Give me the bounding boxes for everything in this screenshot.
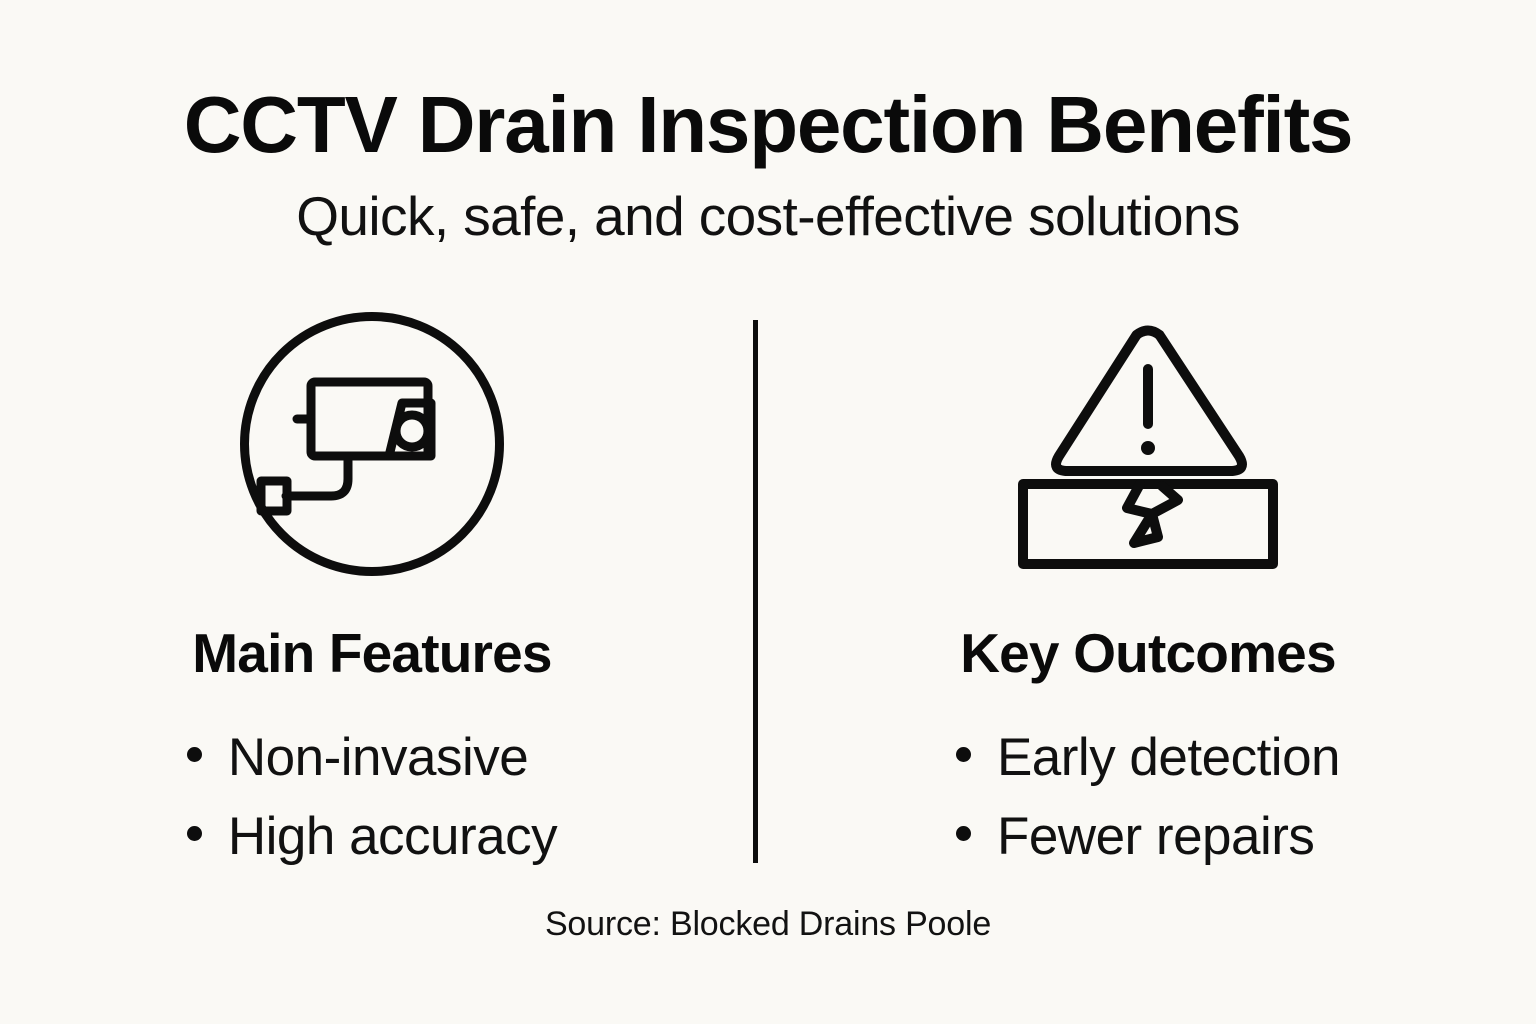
columns-container: Main Features Non-invasive High accuracy: [0, 308, 1536, 876]
bullet-dot-icon: [955, 747, 971, 763]
bullet-list-main-features: Non-invasive High accuracy: [186, 719, 558, 876]
list-item-label: Fewer repairs: [996, 806, 1315, 866]
header: CCTV Drain Inspection Benefits Quick, sa…: [0, 84, 1536, 245]
cctv-camera-circle-icon: [239, 308, 505, 580]
column-heading-key-outcomes: Key Outcomes: [960, 622, 1336, 685]
column-key-outcomes: Key Outcomes Early detection Fewer repai…: [754, 308, 1536, 876]
bullet-dot-icon: [186, 825, 202, 841]
list-item-label: High accuracy: [227, 806, 558, 866]
source-attribution: Source: Blocked Drains Poole: [544, 905, 992, 943]
column-heading-main-features: Main Features: [192, 622, 552, 685]
warning-cracked-pipe-icon: [1012, 308, 1284, 580]
list-item-label: Non-invasive: [227, 728, 529, 788]
column-divider: [753, 320, 758, 863]
bullet-list-key-outcomes: Early detection Fewer repairs: [955, 719, 1341, 876]
list-item: Early detection: [955, 719, 1341, 797]
page-title: CCTV Drain Inspection Benefits: [183, 80, 1354, 169]
bullet-dot-icon: [186, 747, 202, 763]
list-item: High accuracy: [186, 798, 558, 876]
list-item: Fewer repairs: [955, 798, 1340, 876]
bullet-dot-icon: [955, 825, 971, 841]
column-main-features: Main Features Non-invasive High accuracy: [0, 308, 754, 876]
list-item: Non-invasive: [186, 719, 557, 797]
page-subtitle: Quick, safe, and cost-effective solution…: [296, 184, 1240, 247]
list-item-label: Early detection: [996, 728, 1341, 788]
footer: Source: Blocked Drains Poole: [0, 905, 1536, 944]
